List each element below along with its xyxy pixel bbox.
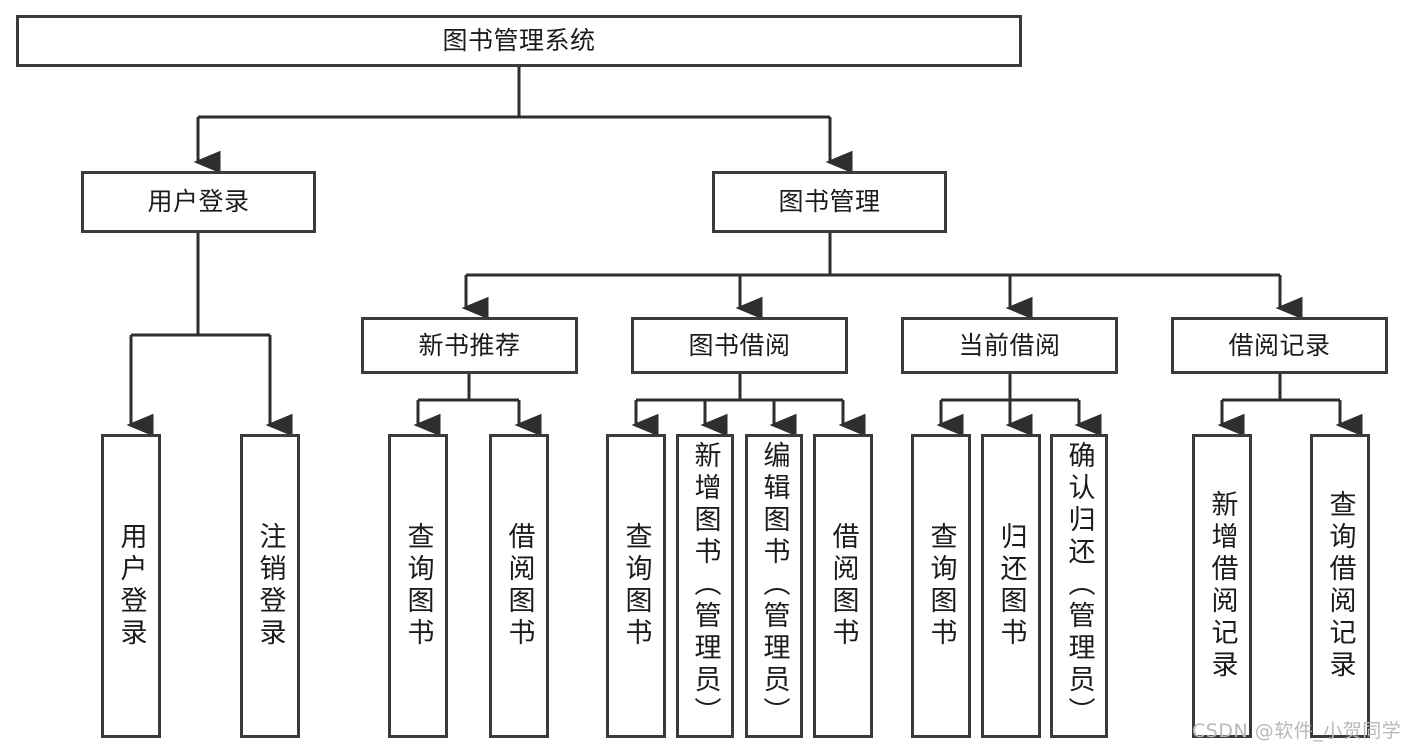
leaf-borrow-query-book[interactable]: 查询图书 xyxy=(606,434,666,738)
leaf-user-login-login[interactable]: 用户登录 xyxy=(101,434,161,738)
leaf-current-return-book[interactable]: 归还图书 xyxy=(981,434,1041,738)
leaf-borrow-borrow-book-label: 借阅图书 xyxy=(827,522,859,650)
leaf-current-confirm-return-admin-label: 确认归还（管理员） xyxy=(1063,441,1095,729)
leaf-user-login-login-label: 用户登录 xyxy=(115,522,147,650)
leaf-recommend-borrow-book[interactable]: 借阅图书 xyxy=(489,434,549,738)
node-new-book-recommendation-label: 新书推荐 xyxy=(418,330,521,360)
leaf-recommend-borrow-book-label: 借阅图书 xyxy=(503,522,535,650)
leaf-borrow-edit-book-admin-label: 编辑图书（管理员） xyxy=(758,441,790,729)
leaf-borrow-add-book-admin-label: 新增图书（管理员） xyxy=(689,441,721,729)
node-current-borrowing[interactable]: 当前借阅 xyxy=(901,317,1118,374)
node-book-management[interactable]: 图书管理 xyxy=(712,171,947,233)
leaf-record-query-record-label: 查询借阅记录 xyxy=(1324,490,1356,682)
node-user-login-label: 用户登录 xyxy=(147,187,250,217)
leaf-record-add-record-label: 新增借阅记录 xyxy=(1206,490,1238,682)
leaf-recommend-query-book-label: 查询图书 xyxy=(402,522,434,650)
leaf-user-login-logout-label: 注销登录 xyxy=(254,522,286,650)
leaf-borrow-borrow-book[interactable]: 借阅图书 xyxy=(813,434,873,738)
leaf-current-query-book-label: 查询图书 xyxy=(925,522,957,650)
node-book-borrowing-label: 图书借阅 xyxy=(688,330,791,360)
leaf-borrow-add-book-admin[interactable]: 新增图书（管理员） xyxy=(676,434,734,738)
node-root-label: 图书管理系统 xyxy=(442,26,596,56)
node-borrowing-record[interactable]: 借阅记录 xyxy=(1171,317,1388,374)
node-user-login[interactable]: 用户登录 xyxy=(81,171,316,233)
leaf-borrow-query-book-label: 查询图书 xyxy=(620,522,652,650)
leaf-record-query-record[interactable]: 查询借阅记录 xyxy=(1310,434,1370,738)
node-book-management-label: 图书管理 xyxy=(778,187,881,217)
leaf-current-return-book-label: 归还图书 xyxy=(995,522,1027,650)
leaf-current-query-book[interactable]: 查询图书 xyxy=(911,434,971,738)
node-current-borrowing-label: 当前借阅 xyxy=(958,330,1061,360)
leaf-user-login-logout[interactable]: 注销登录 xyxy=(240,434,300,738)
leaf-borrow-edit-book-admin[interactable]: 编辑图书（管理员） xyxy=(745,434,803,738)
node-borrowing-record-label: 借阅记录 xyxy=(1228,330,1331,360)
node-root-book-management-system[interactable]: 图书管理系统 xyxy=(16,15,1022,67)
node-book-borrowing[interactable]: 图书借阅 xyxy=(631,317,848,374)
node-new-book-recommendation[interactable]: 新书推荐 xyxy=(361,317,578,374)
leaf-recommend-query-book[interactable]: 查询图书 xyxy=(388,434,448,738)
leaf-current-confirm-return-admin[interactable]: 确认归还（管理员） xyxy=(1050,434,1108,738)
leaf-record-add-record[interactable]: 新增借阅记录 xyxy=(1192,434,1252,738)
